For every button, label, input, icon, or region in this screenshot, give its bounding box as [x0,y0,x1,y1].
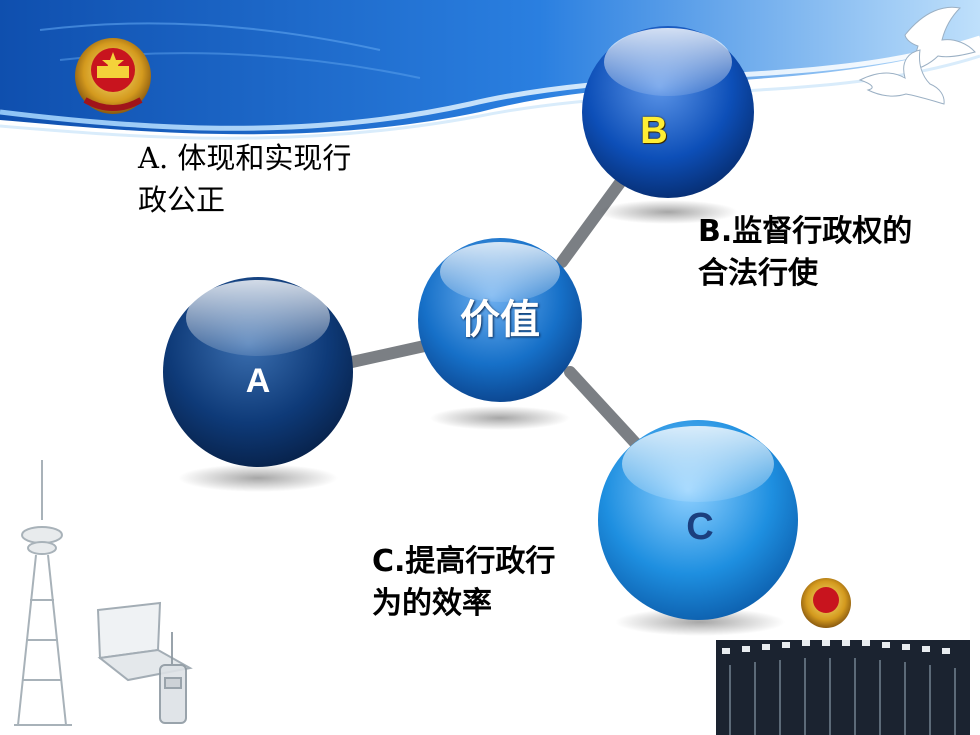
caption-a: A. 体现和实现行 政公正 [138,137,428,221]
node-ball-b [582,26,754,198]
dove-icon [858,6,976,105]
caption-a-line1: A. 体现和实现行 [138,141,352,175]
node-label-b: B [640,110,668,152]
node-label-c: C [686,506,714,548]
header-band [0,0,980,140]
police-emblem-icon [75,38,151,114]
caption-a-line2: 政公正 [138,183,226,217]
caption-b: B.监督行政权的 合法行使 [698,211,980,295]
laptop-icon [96,601,193,682]
ball-shadows [178,200,785,636]
radio-icon [159,632,187,724]
caption-b-line1: B.监督行政权的 [698,214,913,249]
caption-c: C.提高行政行 为的效率 [372,541,622,625]
node-ball-c [598,420,798,620]
hub-label: 价值 [460,297,540,343]
node-label-a: A [245,362,271,400]
caption-c-line2: 为的效率 [372,586,492,621]
caption-c-line1: C.提高行政行 [372,544,556,579]
caption-b-line2: 合法行使 [698,256,818,291]
police-formation-image [716,578,970,735]
node-ball-a [163,277,353,467]
hub-ball [418,238,582,402]
tv-tower-icon [14,460,72,726]
